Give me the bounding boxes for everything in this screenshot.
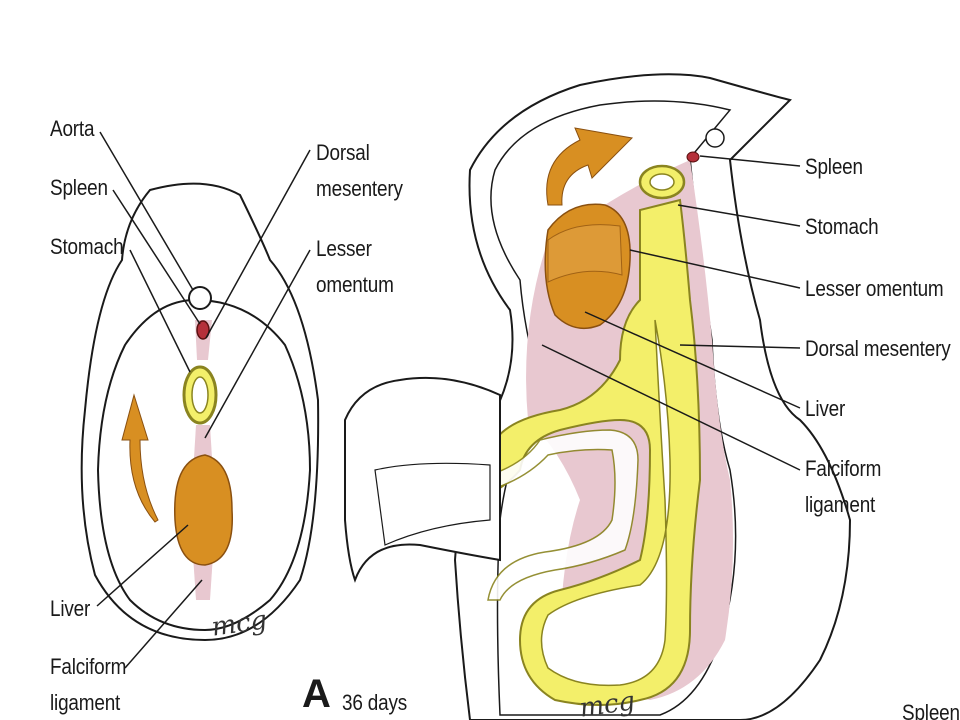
left-rotation-arrow — [121, 393, 159, 523]
label-falciform-right: Falciform — [805, 456, 882, 481]
leader-lesser-omentum — [204, 249, 311, 439]
label-stomach-right: Stomach — [805, 214, 879, 239]
leader-dorsal-mesentery — [205, 149, 311, 339]
signature-right: mcg — [577, 686, 637, 720]
label-spleen-right: Spleen — [805, 154, 863, 179]
label-spleen-cropped: Spleen — [902, 700, 960, 720]
left-spleen-shape — [196, 320, 210, 340]
label-ligament-right: ligament — [805, 492, 876, 517]
leader-stomach-right — [677, 204, 801, 227]
label-falciform-left: Falciform — [50, 654, 127, 679]
panel-stage: 36 days — [342, 690, 408, 715]
label-liver-right: Liver — [805, 396, 846, 421]
label-liver-left: Liver — [50, 596, 91, 621]
right-gut-inner-loop — [469, 429, 639, 601]
left-falciform-mesentery — [193, 555, 213, 600]
label-dorsal-mesentery-right: Dorsal mesentery — [805, 336, 951, 361]
label-aorta: Aorta — [50, 116, 95, 141]
label-stomach-left: Stomach — [50, 234, 124, 259]
label-spleen-left: Spleen — [50, 175, 108, 200]
leader-falciform-right — [541, 344, 801, 471]
label-mesentery: mesentery — [316, 176, 403, 201]
right-3d-view — [344, 73, 852, 720]
left-liver-shape — [174, 454, 234, 566]
leader-falciform-left — [124, 579, 203, 669]
right-liver-top-face — [547, 224, 623, 283]
right-gut-loop-lumen — [540, 319, 671, 687]
leader-liver-left — [96, 524, 189, 607]
right-spleen-shape — [686, 151, 700, 163]
leader-spleen-right — [699, 155, 801, 167]
label-lesser-omentum-right: Lesser omentum — [805, 276, 944, 301]
left-aorta-shape — [188, 286, 212, 310]
leader-lesser-omentum-right — [629, 249, 801, 289]
label-omentum: omentum — [316, 272, 394, 297]
signature-left: mcg — [209, 605, 269, 643]
left-stomach-lumen — [191, 376, 209, 414]
leader-dorsal-mesentery-right — [679, 344, 801, 349]
right-stomach-lumen — [649, 173, 675, 191]
label-ligament-left: ligament — [50, 690, 121, 715]
leader-spleen-left — [112, 189, 201, 325]
label-dorsal: Dorsal — [316, 140, 370, 165]
leader-aorta — [99, 131, 194, 291]
label-lesser: Lesser — [316, 236, 372, 261]
right-aorta-shape — [705, 128, 725, 148]
right-cut-face-inner — [374, 462, 491, 546]
panel-letter: A — [302, 672, 331, 716]
leader-stomach-left — [129, 249, 191, 373]
right-rotation-arrow — [546, 127, 634, 206]
left-cross-section — [80, 131, 320, 669]
leader-liver-right — [584, 311, 801, 409]
